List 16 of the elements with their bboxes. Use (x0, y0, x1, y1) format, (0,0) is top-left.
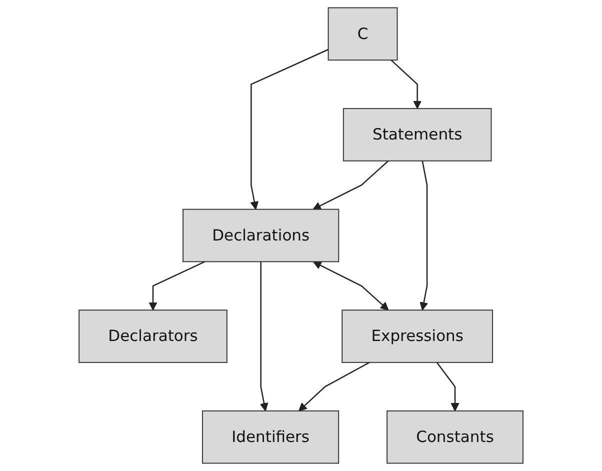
arrow (312, 160, 389, 210)
node-box: Expressions (342, 310, 493, 363)
arrow (420, 160, 428, 310)
node-box: Constants (386, 410, 524, 464)
arrow (313, 261, 389, 310)
node-box: Identifiers (202, 410, 340, 464)
arrow (250, 48, 329, 210)
arrow (298, 362, 370, 412)
node-box: Statements (342, 108, 492, 162)
node-box: C (328, 7, 398, 61)
arrow (436, 362, 460, 412)
node-box: Declarators (78, 310, 228, 363)
arrow (148, 261, 206, 310)
node-box: Declarations (182, 208, 340, 262)
arrow (260, 262, 268, 412)
arrow (390, 60, 422, 109)
